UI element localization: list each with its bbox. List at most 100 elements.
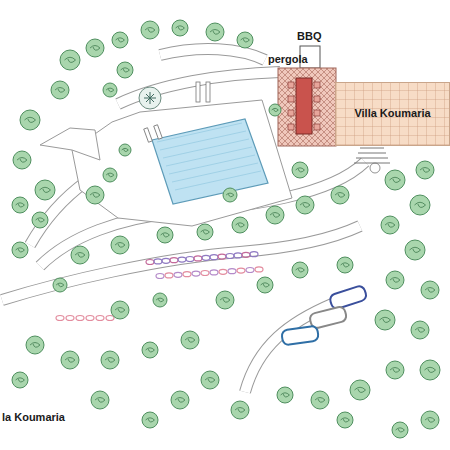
tree-crown <box>223 188 237 202</box>
tree-crown <box>411 321 429 339</box>
tree <box>296 196 314 214</box>
tree <box>277 387 293 403</box>
tree-crown <box>231 401 249 419</box>
tree-crown <box>386 361 404 379</box>
tree-crown <box>141 21 159 39</box>
tree <box>111 236 129 254</box>
chair <box>314 110 320 116</box>
tree-scribble <box>30 343 40 348</box>
flower <box>210 255 218 260</box>
tree <box>141 21 159 39</box>
flower <box>210 270 218 275</box>
flower <box>96 316 104 321</box>
tree-crown <box>385 170 405 190</box>
flower <box>234 253 242 258</box>
tree-scribble <box>56 283 64 287</box>
tree <box>71 246 89 264</box>
building-name: Villa Koumaria <box>354 107 430 120</box>
tree <box>375 310 395 330</box>
tree-scribble <box>272 108 279 111</box>
flower <box>255 267 263 272</box>
tree-scribble <box>390 177 401 182</box>
tree-crown <box>350 380 370 400</box>
tree-crown <box>12 242 28 258</box>
tree-scribble <box>16 203 25 207</box>
tree <box>32 212 48 228</box>
tree <box>119 144 131 156</box>
tree-crown <box>117 62 133 78</box>
tree <box>111 301 129 319</box>
pool-terrace <box>72 100 292 226</box>
tree-crown <box>119 144 131 156</box>
tree-scribble <box>410 247 421 252</box>
tree-scribble <box>55 88 65 93</box>
tree-crown <box>206 23 224 41</box>
tree <box>53 278 67 292</box>
tree-scribble <box>415 328 425 333</box>
tree-crown <box>12 197 28 213</box>
car <box>309 306 348 329</box>
tree <box>35 180 55 200</box>
tree-crown <box>142 412 158 428</box>
tree <box>292 162 308 178</box>
tree <box>231 401 249 419</box>
tree <box>411 321 429 339</box>
tree <box>311 391 329 409</box>
tree-crown <box>337 412 353 428</box>
tree-scribble <box>105 358 115 363</box>
tree-crown <box>91 391 109 409</box>
sun-lounger <box>144 128 153 143</box>
tree-scribble <box>210 30 220 35</box>
flower <box>186 257 194 262</box>
tree <box>337 412 353 428</box>
tree <box>60 50 80 70</box>
tree-crown <box>237 32 253 48</box>
cars <box>281 285 367 346</box>
sun-lounger <box>206 82 210 102</box>
tree-scribble <box>315 398 325 403</box>
tree-scribble <box>65 358 75 363</box>
chair <box>288 110 294 116</box>
tree-crown <box>277 387 293 403</box>
road-edge <box>160 49 265 60</box>
tree-scribble <box>146 418 155 422</box>
tree-crown <box>216 291 234 309</box>
tree-scribble <box>425 367 436 372</box>
tree-crown <box>266 206 284 224</box>
flower <box>165 273 173 278</box>
swimming-pool <box>152 119 268 204</box>
tree-scribble <box>425 418 435 423</box>
tree-crown <box>257 277 273 293</box>
tree-crown <box>101 351 119 369</box>
tree-crown <box>35 180 55 200</box>
tree-scribble <box>65 57 76 62</box>
flower <box>218 254 226 259</box>
tree-scribble <box>380 317 391 322</box>
tree-scribble <box>236 223 245 227</box>
tree-crown <box>86 186 104 204</box>
tree-scribble <box>296 268 305 272</box>
tree <box>61 351 79 369</box>
terrace-edge <box>40 128 100 160</box>
flower <box>162 258 170 263</box>
map-label: la Koumaria <box>2 411 65 424</box>
tree <box>392 422 408 438</box>
tree-crown <box>201 371 219 389</box>
flower <box>226 254 234 259</box>
tree-crown <box>381 216 399 234</box>
tree-crown <box>142 342 158 358</box>
tree-scribble <box>385 223 395 228</box>
tree <box>197 224 213 240</box>
tree <box>257 277 273 293</box>
flower <box>201 271 209 276</box>
pool-ripples <box>157 123 261 190</box>
pergola-area <box>278 68 336 146</box>
tree <box>223 188 237 202</box>
tree-crown <box>60 50 80 70</box>
tree-scribble <box>355 387 366 392</box>
tree-crown <box>171 391 189 409</box>
flower <box>170 258 178 263</box>
tree-crown <box>51 81 69 99</box>
flower <box>246 268 254 273</box>
tree-scribble <box>175 398 185 403</box>
